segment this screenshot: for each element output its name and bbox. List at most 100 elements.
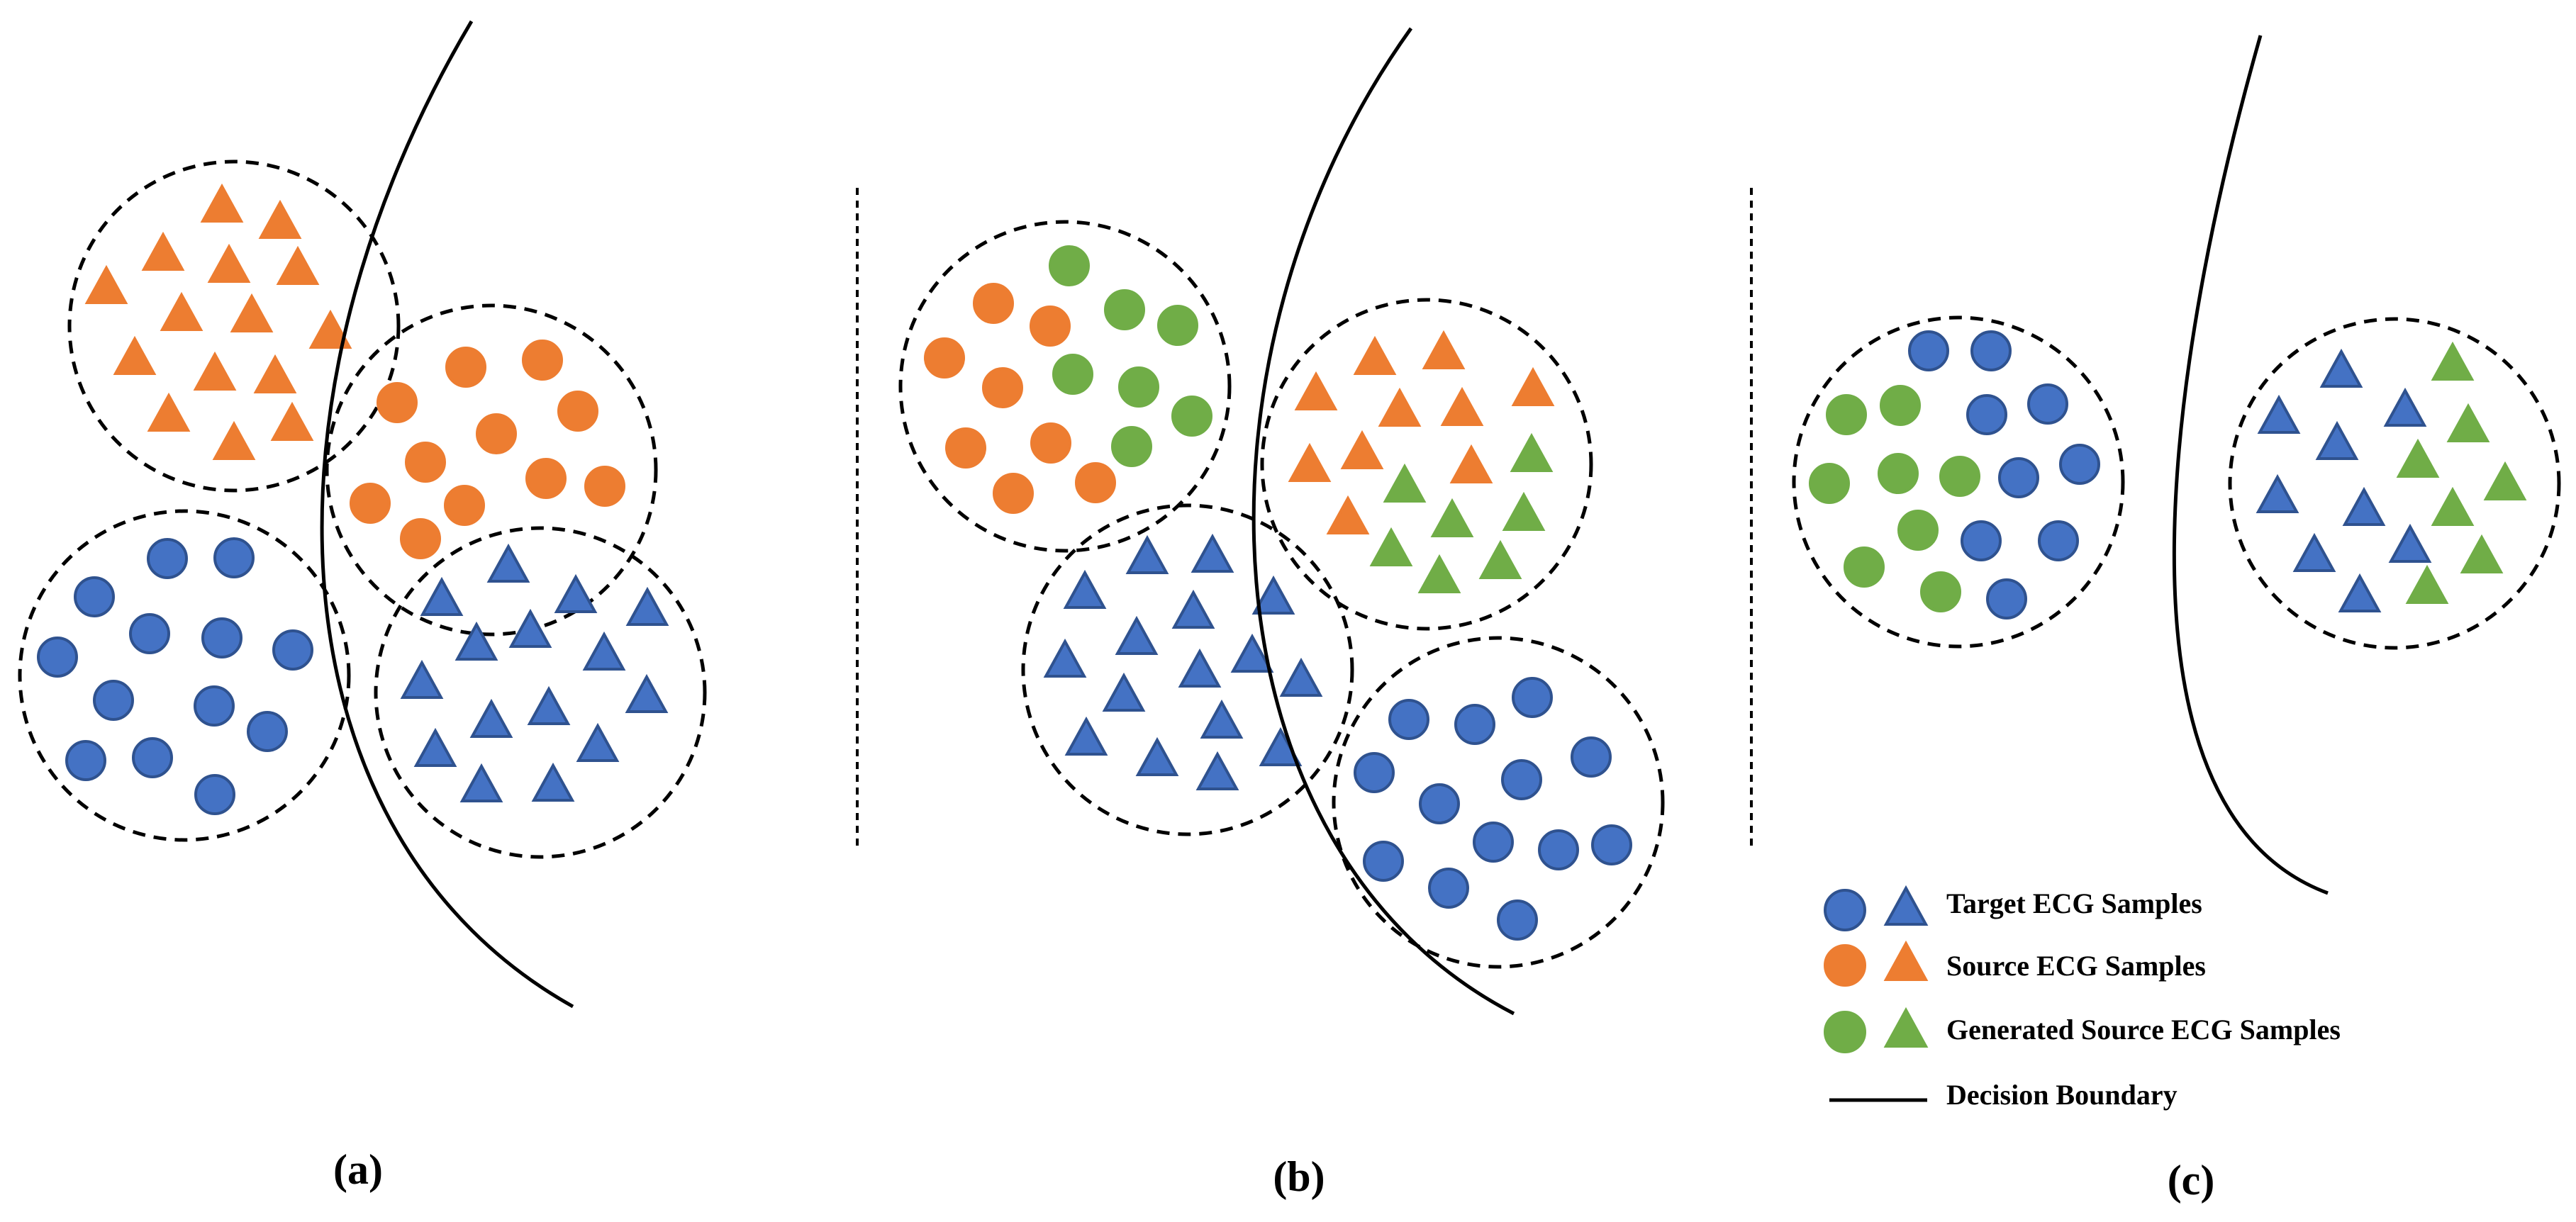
panel-b-target-triangle-sample [1102, 672, 1146, 712]
panel-b-source-triangle-sample [1511, 366, 1555, 406]
panel-b-generated-circle-sample [1171, 396, 1212, 437]
panel-b-generated-triangle-sample [1478, 539, 1522, 579]
panel-a-target-triangle-sample [486, 543, 530, 583]
panel-c-target-triangle-sample [2388, 523, 2432, 563]
panel-a-source-circle-sample [584, 466, 625, 507]
panel-c-target-triangle-sample [2342, 486, 2386, 526]
panel-a-target-triangle-sample [625, 586, 669, 626]
panel-b-target-triangle-cluster [1021, 503, 1354, 836]
panel-b-generated-circle-sample [1052, 354, 1093, 395]
panel-a-target-triangle-sample [413, 727, 457, 767]
panel-b-source-triangle-sample [1326, 495, 1370, 534]
legend: Target ECG Samples Source ECG Samples Ge… [1824, 885, 2341, 1111]
panel-b-label: (b) [1273, 1153, 1325, 1200]
panel-b-generated-triangle-sample [1369, 527, 1413, 566]
panel-b-source-circle-sample [1030, 422, 1071, 464]
panel-b-target-circle-sample [1428, 868, 1469, 909]
panel-c-generated-circle-sample [1826, 394, 1867, 435]
panel-b-target-circle-sample [1354, 752, 1395, 793]
panel-a-source-circle-sample [405, 442, 446, 483]
panel-b-target-circle-sample [1591, 824, 1632, 865]
panel-b-mixed-triangle-cluster [1260, 298, 1593, 631]
panel-a-target-triangle-sample [531, 762, 575, 802]
panel-b-generated-triangle-sample [1383, 463, 1427, 503]
panel-b-generated-circle-sample [1118, 366, 1159, 408]
panel-a-target-triangle-sample [455, 621, 498, 661]
panel-b-target-circle-sample [1473, 822, 1514, 863]
panel-c-generated-circle-sample [1880, 385, 1921, 426]
panel-b-generated-circle-sample [1111, 426, 1152, 467]
panel-a-target-circle-sample [129, 613, 170, 654]
panel-b-source-circle-sample [1075, 462, 1116, 503]
panel-c-label: (c) [2168, 1157, 2215, 1204]
panel-a-target-circle-sample [74, 576, 115, 617]
panel-c-generated-circle-sample [1844, 546, 1885, 588]
panel-a-source-circle-sample [522, 340, 563, 381]
panel-b-source-circle-sample [1030, 306, 1071, 347]
panel-c-generated-triangle-sample [2431, 341, 2475, 381]
legend-source-circle-icon [1824, 944, 1866, 987]
panel-c-target-triangle-sample [2319, 348, 2363, 388]
panel-a-target-circle-sample [132, 737, 173, 778]
panel-b-generated-circle-sample [1157, 305, 1198, 346]
panel-a-source-triangle-sample [270, 401, 314, 441]
panel-c-generated-triangle-sample [2446, 403, 2490, 442]
panel-a-source-triangle-sample [200, 183, 244, 223]
panel-b-source-triangle-sample [1449, 444, 1493, 483]
panel-c: (c) [1792, 35, 2561, 1204]
panel-a-target-triangle-sample [554, 573, 598, 613]
panel-c-generated-circle-sample [1939, 456, 1980, 497]
panel-b-decision-boundary [1251, 27, 1515, 1016]
panel-b-generated-triangle-sample [1510, 432, 1554, 472]
panel-b-generated-triangle-sample [1417, 554, 1461, 593]
panel-b-source-triangle-sample [1288, 442, 1332, 482]
panel-b-generated-circle-sample [1104, 289, 1145, 330]
legend-generated-label: Generated Source ECG Samples [1946, 1014, 2341, 1046]
panel-a-source-triangle-sample [193, 351, 237, 391]
legend-target-triangle-icon [1883, 885, 1929, 926]
panel-c-triangle-cluster [2228, 317, 2561, 650]
panel-a-source-circle-sample [350, 483, 391, 524]
panel-b-target-circle-sample [1571, 736, 1612, 778]
panel-b-target-triangle-sample [1135, 736, 1179, 776]
panel-b-target-triangle-sample [1200, 699, 1244, 739]
panel-a-source-triangle-sample [258, 199, 302, 239]
panel-a-target-circle-sample [247, 711, 288, 752]
panel-c-target-circle-sample [1966, 394, 2007, 435]
panel-b-target-circle-sample [1512, 677, 1553, 718]
panel-b-target-circle-sample [1363, 841, 1404, 882]
panel-a-target-circle-sample [272, 629, 313, 671]
panel-c-generated-triangle-sample [2460, 534, 2504, 573]
panel-a-target-triangle-sample [400, 659, 444, 699]
panel-a-source-circle-cluster [325, 303, 658, 637]
panel-c-target-circle-sample [2027, 383, 2068, 425]
panel-b-source-circle-sample [973, 283, 1014, 324]
panel-a-source-triangle-sample [207, 243, 251, 283]
panel-b-target-circle-sample [1497, 899, 1538, 941]
legend-source-triangle-icon [1883, 940, 1929, 981]
panel-b-source-triangle-sample [1440, 386, 1484, 426]
panel-b-target-circle-sample [1419, 783, 1460, 824]
legend-item-target: Target ECG Samples [1824, 885, 2202, 931]
panel-a-source-circle-sample [400, 518, 441, 559]
panel-a-decision-boundary [320, 20, 574, 1009]
panel-b-source-triangle-sample [1378, 387, 1422, 427]
legend-generated-circle-icon [1824, 1011, 1866, 1053]
panel-a-target-triangle-sample [459, 763, 503, 802]
panel-c-target-triangle-sample [2383, 387, 2427, 427]
panel-b-generated-circle-sample [1049, 245, 1090, 286]
panel-b-target-triangle-sample [1251, 575, 1295, 615]
panel-a-target-triangle-sample [527, 685, 571, 725]
panel-a-source-triangle-sample [160, 291, 203, 331]
panel-a-target-triangle-sample [582, 631, 626, 671]
panel-b-target-triangle-sample [1230, 633, 1274, 673]
panel-b-source-triangle-sample [1422, 330, 1466, 369]
panel-b-target-circle-cluster [1332, 636, 1665, 969]
panel-b-source-circle-sample [993, 473, 1034, 514]
panel-b-target-triangle-sample [1115, 615, 1159, 655]
panel-a-target-circle-sample [194, 685, 235, 727]
legend-item-boundary: Decision Boundary [1829, 1079, 2178, 1111]
legend-item-source: Source ECG Samples [1824, 940, 2206, 987]
panel-b-target-triangle-sample [1178, 648, 1222, 688]
